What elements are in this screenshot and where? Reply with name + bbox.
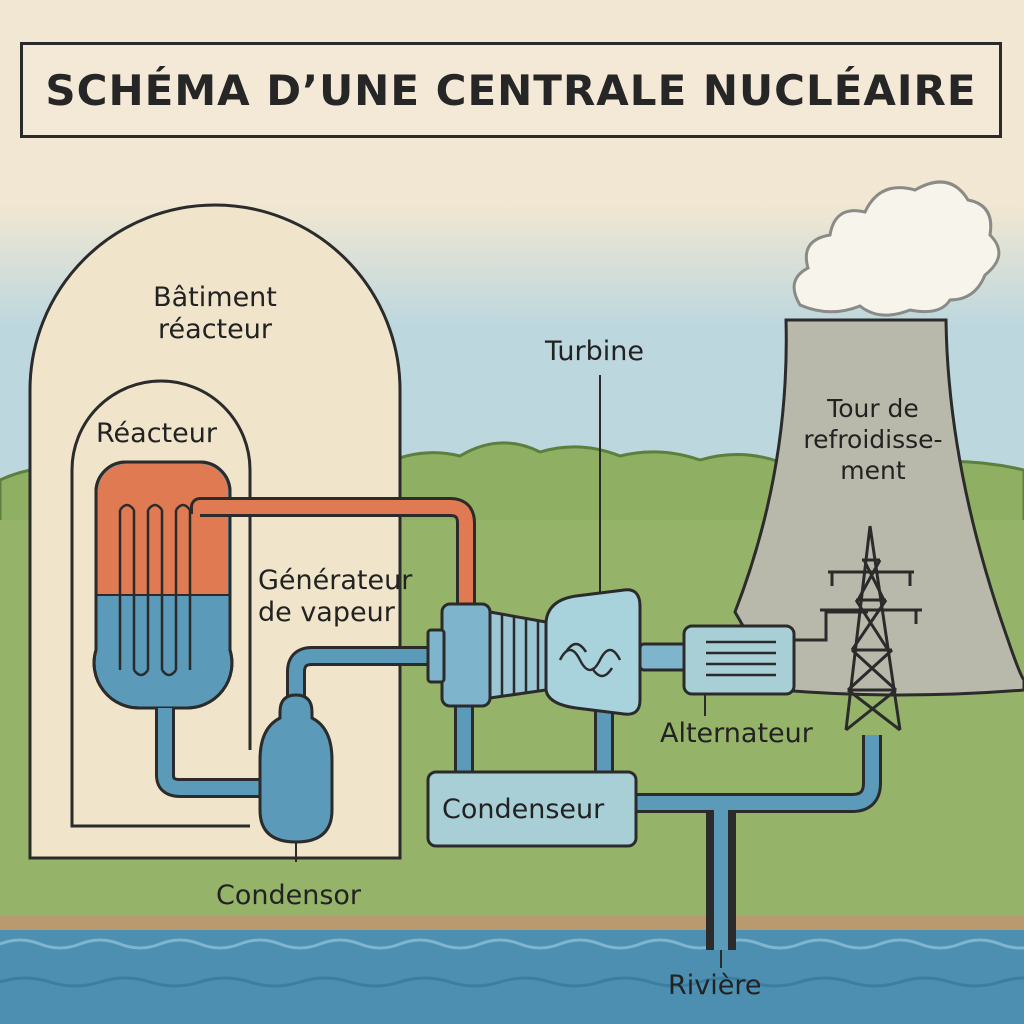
cooling-water-pipe <box>634 735 879 950</box>
electricity-pylon <box>820 525 922 732</box>
alternator <box>682 624 796 696</box>
label-turbine: Turbine <box>545 336 644 367</box>
containment-wall <box>70 379 252 828</box>
label-riviere: Rivière <box>668 970 762 1001</box>
label-condensor: Condensor <box>216 880 362 911</box>
fuel-rods <box>118 503 192 677</box>
title-box: SCHÉMA D’UNE CENTRALE NUCLÉAIRE <box>20 42 1002 138</box>
steam-generator-housing <box>440 602 492 708</box>
alternator-vents <box>706 640 776 677</box>
steam-pipe <box>289 649 440 700</box>
label-condenseur: Condenseur <box>442 794 605 825</box>
condenser-box <box>426 770 638 848</box>
hot-water-pipe <box>193 500 473 605</box>
label-reacteur: Réacteur <box>96 418 217 449</box>
turbine-cone-rings <box>500 614 540 697</box>
label-batiment-reacteur: Bâtiment réacteur <box>153 282 277 345</box>
label-tour-refroidissement: Tour de refroidisse- ment <box>803 394 943 485</box>
turbine-body <box>544 588 642 716</box>
river-wave <box>0 976 1024 988</box>
turbine-rotor-spiral <box>558 642 622 678</box>
steam-cloud <box>792 180 1001 317</box>
power-line <box>794 610 868 642</box>
cooling-tower <box>733 318 1024 697</box>
river-wave <box>0 938 1024 950</box>
river-bank <box>0 916 1024 934</box>
steam-inlet-flange <box>426 628 446 684</box>
diagram-title: SCHÉMA D’UNE CENTRALE NUCLÉAIRE <box>45 65 977 115</box>
river <box>0 930 1024 1024</box>
label-generateur-vapeur: Générateur de vapeur <box>258 565 413 628</box>
cold-water-pipe <box>158 708 265 795</box>
label-alternateur: Alternateur <box>660 718 813 749</box>
turbine-shaft <box>638 642 688 672</box>
reactor-vessel-outline <box>92 460 234 710</box>
